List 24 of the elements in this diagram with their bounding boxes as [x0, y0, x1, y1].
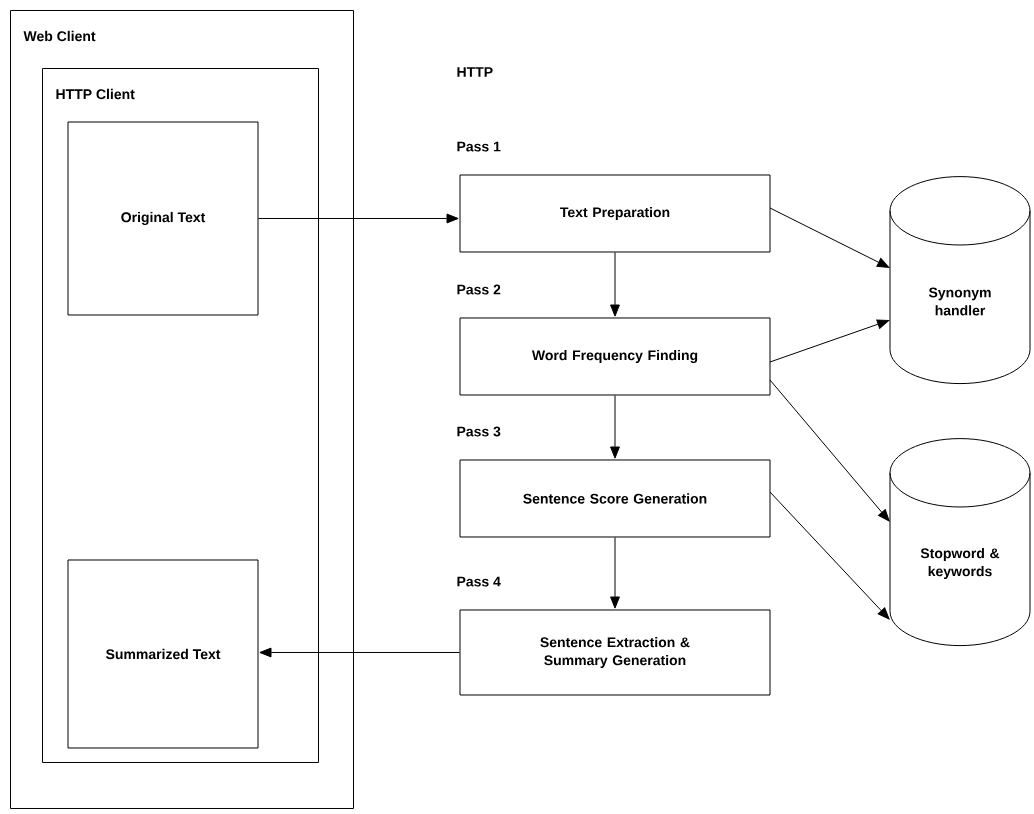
process-box: Text Preparation — [459, 174, 771, 253]
protocol-label: HTTP — [457, 67, 493, 77]
arrow — [259, 647, 460, 658]
database-cylinder: Synonym handler — [889, 176, 1031, 385]
text-box: Original Text — [67, 121, 259, 316]
process-box: Sentence Score Generation — [459, 459, 771, 538]
arrow — [610, 252, 620, 317]
arrow — [610, 395, 620, 459]
arrow — [769, 319, 890, 363]
process-box: Word Frequency Finding — [459, 317, 771, 396]
box-heading: HTTP Client — [56, 88, 135, 100]
arrow — [769, 491, 890, 620]
arrow — [769, 207, 890, 268]
database-cylinder: Stopword & keywords — [889, 438, 1031, 647]
pass-label: Pass 1 — [457, 141, 501, 152]
process-box: Sentence Extraction & Summary Generation — [459, 609, 771, 696]
arrow — [610, 537, 620, 609]
box-heading: Web Client — [23, 30, 96, 42]
pass-label: Pass 2 — [457, 284, 501, 295]
arrow — [769, 379, 890, 522]
text-box: Summarized Text — [67, 559, 259, 749]
pass-label: Pass 3 — [457, 426, 501, 437]
arrow — [258, 213, 459, 224]
pass-label: Pass 4 — [457, 576, 501, 587]
